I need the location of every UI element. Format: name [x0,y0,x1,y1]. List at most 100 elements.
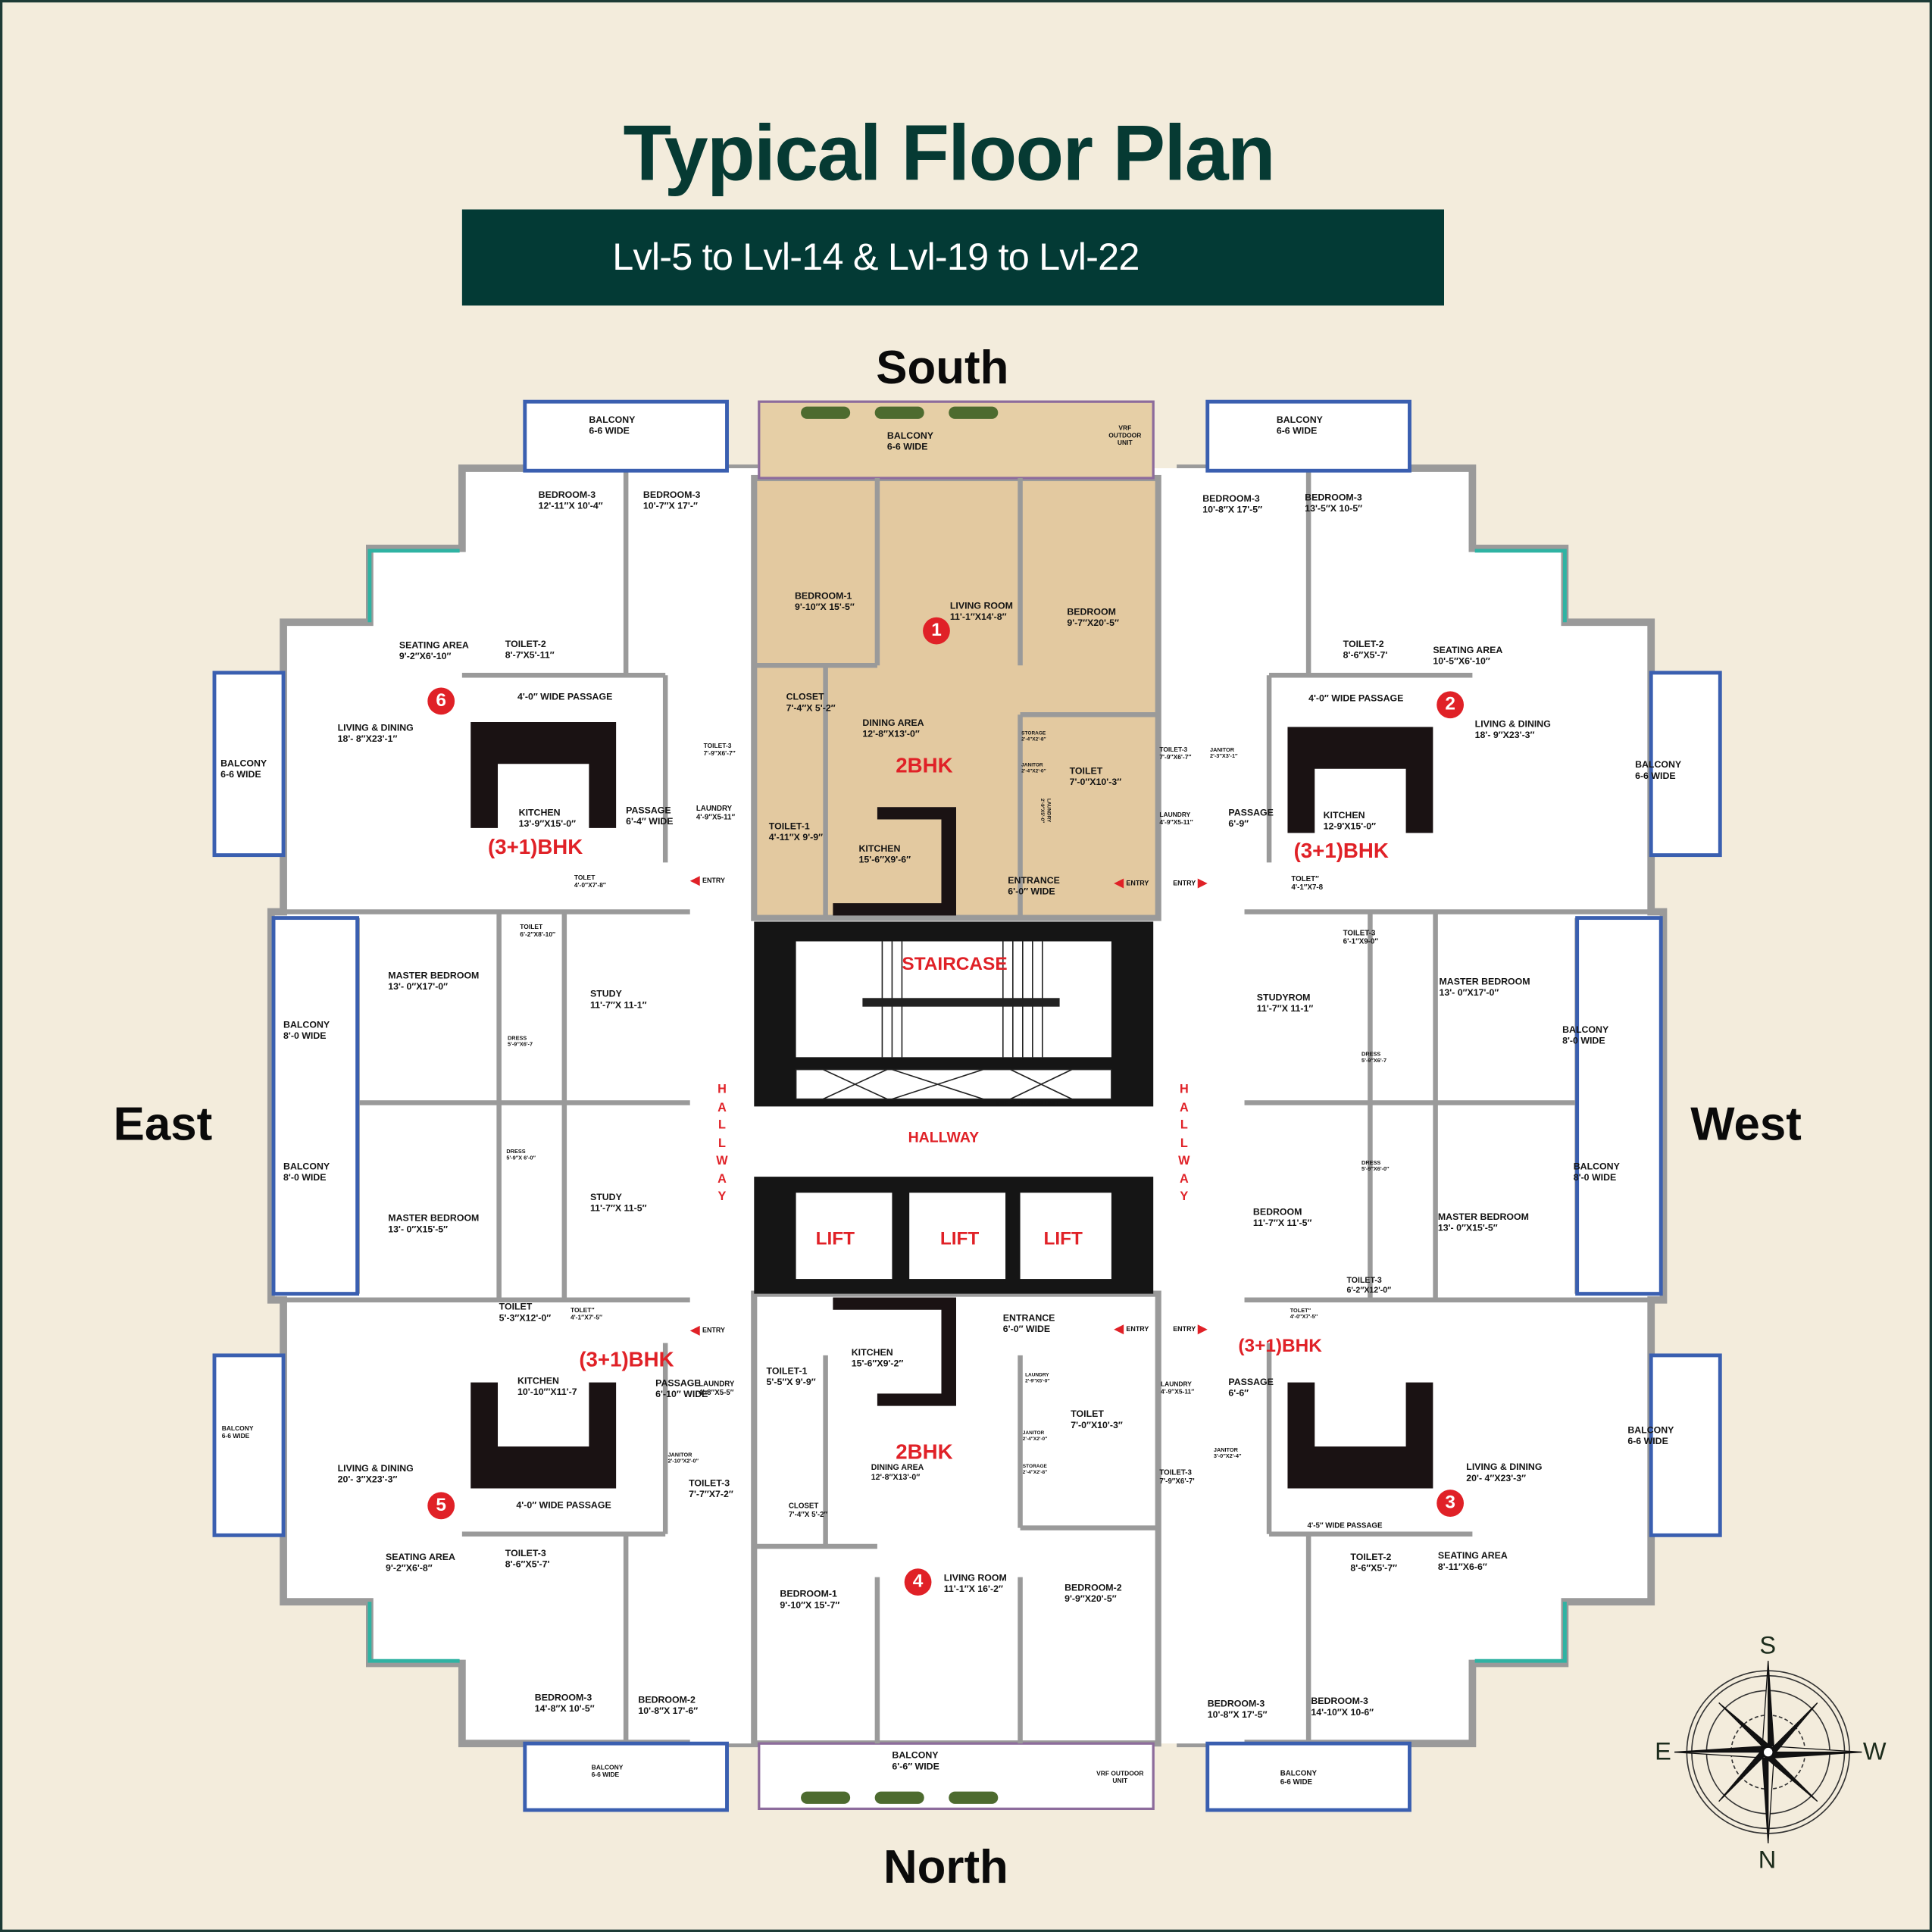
room-name: ENTRANCE [1008,874,1060,886]
room-name: TOILET-3 [689,1477,730,1489]
room-name: BALCONY [886,430,933,442]
room-name: JANITOR [1210,746,1234,753]
unit-type: (3+1)BHK [1238,1335,1322,1357]
room-name: ENTRANCE [1002,1311,1055,1324]
entry-arrow-icon [1114,1324,1124,1335]
room-name: LIVING & DINING [1474,718,1551,730]
room-size: 6-6 WIDE [221,1433,250,1441]
hallway-label: HALLWAY [908,1128,980,1146]
room-name: TOILET-3 [1159,1470,1192,1477]
room-size: 4'-9″X5-11″ [1160,1389,1195,1396]
room-name: DINING AREA [871,1464,924,1473]
room-name: MASTER BEDROOM [388,1212,480,1224]
room-size: 9'-2″X6'-10″ [399,650,452,662]
room-name: LIVING ROOM [943,1572,1007,1583]
room-size: 4'-8″X5-5″ [699,1390,734,1398]
unit-type: 2BHK [896,754,953,778]
unit-type: (3+1)BHK [488,835,583,859]
compass-w: W [1862,1738,1887,1766]
room-size: 6'-2″X12'-0″ [1346,1286,1392,1295]
room-name: BALCONY [283,1018,330,1030]
room-name: JANITOR [667,1451,692,1458]
direction-north: North [883,1842,1008,1894]
room-size: 2'-3″X3'-1″ [1210,753,1238,760]
hallway-east-label: HALLWAY [1178,1083,1190,1204]
room-size: 6'-2″X8'-10″ [520,931,556,939]
room-size: 18'- 9″X23'-3″ [1474,729,1535,741]
room-size: 6'-6″ [1228,1387,1249,1399]
room-size: 6'-6″ WIDE [892,1761,939,1772]
room-size: 9'-7″X20'-5″ [1067,617,1119,629]
room-name: PASSAGE [655,1377,701,1389]
page-title: Typical Floor Plan [623,108,1276,198]
lift-label: LIFT [815,1228,855,1250]
vrf-label: VRF OUTDOOR UNIT [1108,425,1142,449]
entry-arrow-icon [689,876,700,886]
unit-1-floor [751,474,1161,921]
room-size: 2'-4″X2'-0″ [1021,767,1046,774]
room-name: SEATING AREA [399,639,469,651]
room-size: 6-6 WIDE [589,425,630,436]
room-name: BALCONY [589,414,636,426]
hallway-west-label: HALLWAY [716,1083,728,1204]
direction-west: West [1690,1099,1802,1151]
room-name: KITCHEN [858,843,901,855]
room-name: LIVING & DINING [337,1462,414,1474]
room-name: LIVING ROOM [949,599,1013,611]
room-size: 6-6 WIDE [886,441,928,453]
room-name: TOLET″ [570,1307,595,1315]
room-name: TOLET″ [1291,876,1319,884]
room-label: TOLET″4'-1″X7-8 [1291,876,1323,893]
room-name: BALCONY [221,1425,254,1433]
entry-marker: ENTRY [689,876,725,886]
room-name: KITCHEN [517,1374,559,1386]
room-name: BALCONY [1635,758,1682,771]
room-size: 5'-9″X6'-0″ [1361,1166,1390,1173]
passage-label: 4'-0″ WIDE PASSAGE [517,691,613,702]
room-name: BALCONY [1627,1424,1674,1436]
entry-marker: ENTRY [1173,878,1208,889]
room-size: 8'-7'X5'-11″ [505,649,555,661]
room-size: 8'-0 WIDE [283,1030,327,1042]
central-partitions [754,477,1158,1744]
level-range: Lvl-5 to Lvl-14 & Lvl-19 to Lvl-22 [612,235,1140,279]
passage-label: 4'-0″ WIDE PASSAGE [516,1499,611,1511]
room-name: BEDROOM-3 [534,1691,592,1703]
room-name: TOILET-3 [1346,1276,1382,1286]
room-name: KITCHEN [518,807,561,818]
room-size: 7'-9″X6'-7' [1159,1478,1195,1487]
room-size: 10'-7″X 17'-″ [642,500,698,512]
room-size: 10'-5″X6'-10″ [1433,655,1490,667]
direction-south: South [876,342,1009,395]
entry-label: ENTRY [1126,1326,1149,1334]
room-name: SEATING AREA [386,1551,455,1563]
room-name: BALCONY [220,758,267,769]
room-size: 10'-8″X 17'-5″ [1207,1708,1268,1721]
vrf-label: VRF OUTDOOR UNIT [996,1100,1060,1108]
room-size: 12'-8″X13'-0″ [871,1473,921,1483]
entry-arrow-icon [1114,878,1124,889]
unit-marker: 4 [904,1568,932,1596]
room-name: TOILET [1069,764,1103,777]
